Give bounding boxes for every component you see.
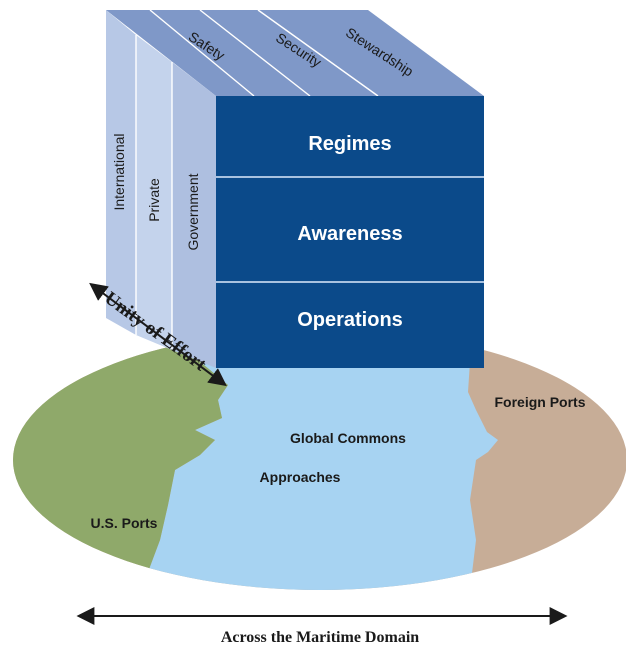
cube-front-face (216, 96, 484, 368)
layer-operations: Operations (297, 309, 403, 331)
side-panel-international (106, 10, 136, 335)
label-us-ports: U.S. Ports (91, 515, 158, 531)
side-panel-private (136, 35, 172, 350)
label-global-commons: Global Commons (290, 430, 406, 446)
cube-top-face (106, 10, 484, 96)
layer-awareness: Awareness (297, 223, 402, 245)
layer-regimes: Regimes (308, 133, 391, 155)
top-divider-1 (149, 9, 255, 97)
label-across-maritime-domain: Across the Maritime Domain (221, 629, 419, 646)
side-label-international: International (111, 133, 127, 210)
unity-of-effort-arrow (89, 282, 227, 387)
global-commons-region (140, 330, 498, 590)
top-divider-2 (199, 9, 311, 97)
label-approaches: Approaches (260, 469, 341, 485)
side-label-private: Private (146, 178, 162, 222)
cube: Regimes Awareness Operations Safety Secu… (106, 9, 484, 368)
side-label-government: Government (185, 173, 201, 250)
label-foreign-ports: Foreign Ports (494, 394, 585, 410)
top-divider-3 (257, 9, 379, 97)
